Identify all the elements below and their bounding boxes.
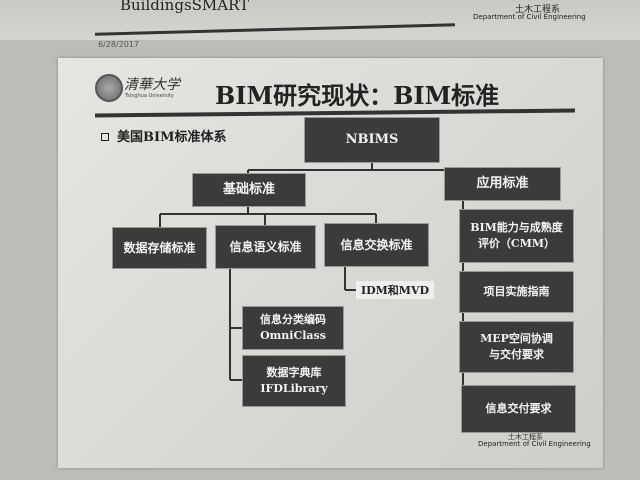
node-implementation-guide: 项目实施指南 [460, 272, 573, 312]
node-idm-mvd: IDM和MVD [356, 281, 434, 299]
node-nbims: NBIMS [305, 118, 439, 162]
cmm-line-1: BIM能力与成熟度 [470, 220, 563, 234]
node-application-standards: 应用标准 [445, 168, 560, 200]
node-cmm: BIM能力与成熟度 评价（CMM） [460, 210, 573, 262]
bullet-icon [101, 133, 109, 141]
mep-line-1: MEP空间协调 [480, 331, 553, 345]
node-info-exchange: 信息交换标准 [325, 224, 428, 266]
node-info-semantic: 信息语义标准 [216, 226, 315, 268]
node-data-dictionary: 数据字典库 IFDLibrary [243, 356, 345, 406]
cmm-line-2: 评价（CMM） [477, 237, 556, 250]
dictionary-line-1: 数据字典库 [266, 365, 322, 379]
classification-line-2: OmniClass [260, 329, 326, 342]
dept-en: Department of Civil Engineering [473, 13, 586, 21]
node-classification: 信息分类编码 OmniClass [243, 307, 343, 349]
bullet-text: 美国BIM标准体系 [117, 130, 227, 145]
university-name-cn: 清華大学 [124, 77, 180, 93]
node-info-delivery: 信息交付要求 [462, 386, 575, 432]
node-mep: MEP空间协调 与交付要求 [460, 322, 573, 372]
node-basic-standards: 基础标准 [193, 174, 305, 206]
dictionary-line-2: IFDLibrary [260, 382, 328, 395]
footer-dept-en: Department of Civil Engineering [478, 440, 591, 448]
dept-cn: 土木工程系 [515, 5, 561, 15]
node-data-storage: 数据存储标准 [113, 228, 206, 268]
brand-text: BuildingsSMART [120, 0, 250, 14]
mep-line-2: 与交付要求 [489, 348, 544, 361]
slide-title: BIM研究现状：BIM标准 [215, 81, 500, 110]
date-label: 6/28/2017 [98, 40, 140, 49]
footer-dept-cn: 土木工程系 [508, 433, 543, 441]
classification-line-1: 信息分类编码 [260, 312, 326, 326]
university-name-en: Tsinghua University [125, 93, 174, 99]
university-seal-icon [95, 74, 123, 102]
